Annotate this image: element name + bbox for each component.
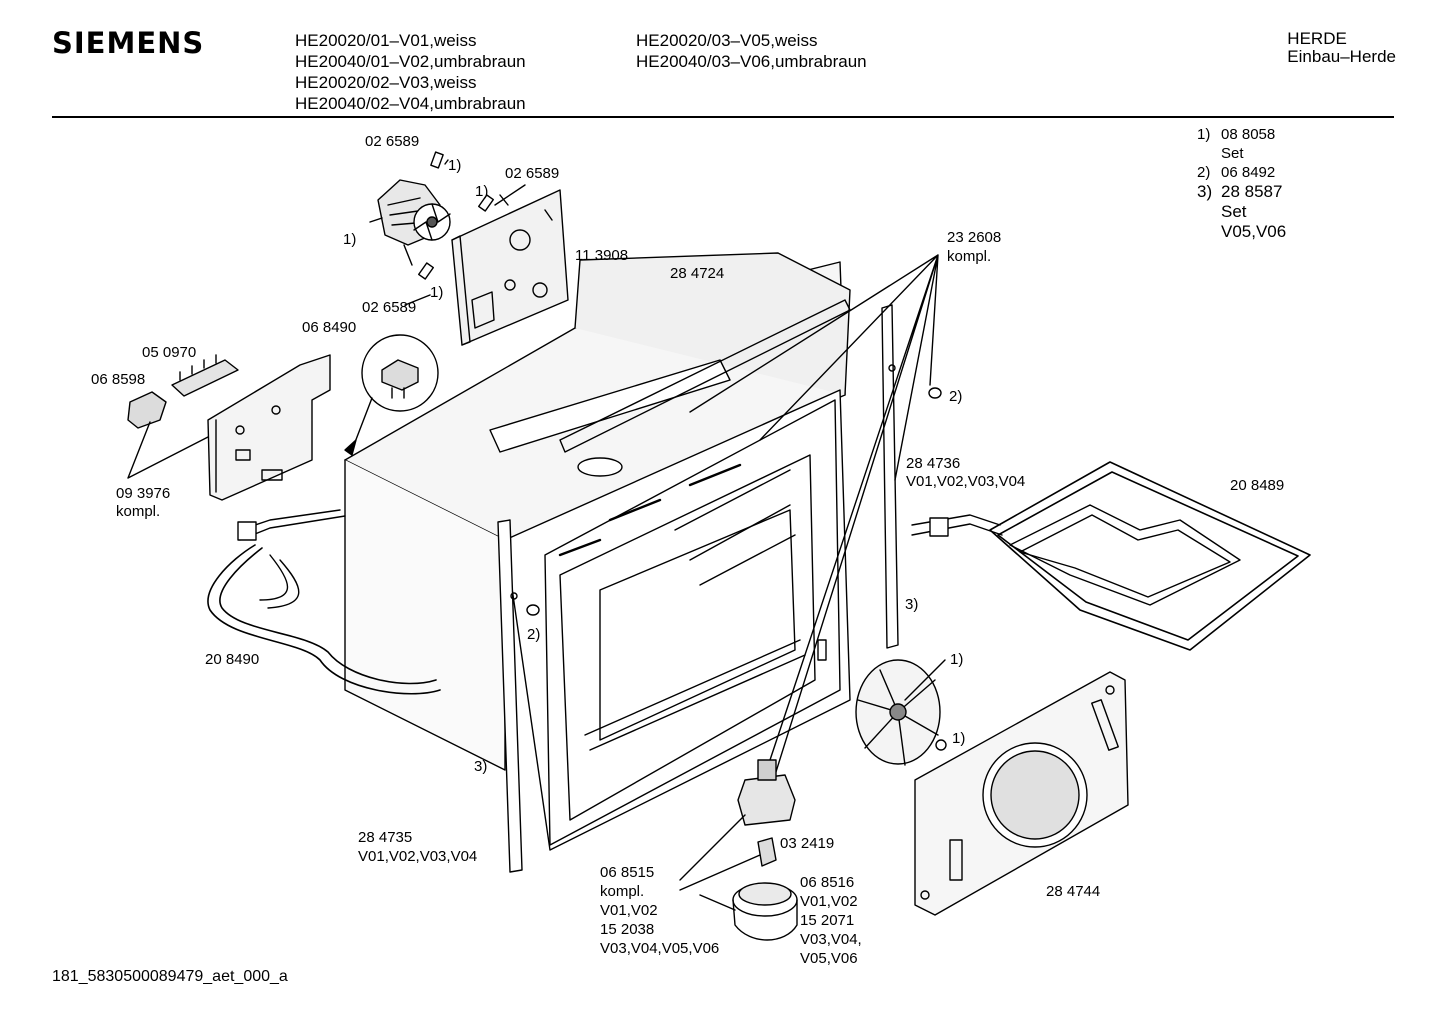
part-label: V03,V04, <box>800 931 862 948</box>
part-label: 02 6589 <box>362 299 417 316</box>
model-list-primary: HE20020/01–V01,weiss HE20040/01–V02,umbr… <box>295 30 526 114</box>
fan-rear-cover <box>914 671 1129 916</box>
part-label: 23 2608 <box>947 229 1002 246</box>
part-label: 28 4744 <box>1046 883 1101 900</box>
part-label: 02 6589 <box>505 165 560 182</box>
convection-fan <box>855 659 947 766</box>
footnote-marker: 1) <box>952 730 966 747</box>
note-3-detail: Set <box>1221 202 1247 221</box>
note-2: 2)06 8492 <box>1197 164 1276 181</box>
category-block: HERDE Einbau–Herde <box>1287 30 1396 66</box>
footnote-marker: 1) <box>343 231 357 248</box>
clip-right <box>928 387 942 399</box>
part-label: 06 8515 <box>600 864 655 881</box>
part-label: 09 3976 <box>116 485 171 502</box>
category-title: HERDE <box>1287 29 1347 48</box>
footnote-marker: 1) <box>430 284 444 301</box>
part-label: 11 3908 <box>575 247 629 264</box>
footnote-marker: 2) <box>527 626 541 643</box>
footnote-marker: 1) <box>475 183 489 200</box>
part-label: V01,V02 <box>600 902 658 919</box>
part-label: V01,V02,V03,V04 <box>358 848 478 865</box>
thermostat-detail <box>344 334 439 456</box>
fan-motor-assembly <box>369 151 494 280</box>
footnote-marker: 2) <box>949 388 963 405</box>
part-label: V03,V04,V05,V06 <box>600 940 720 957</box>
part-label: V05,V06 <box>800 950 858 967</box>
model-entry: HE20040/02–V04,umbrabraun <box>295 94 526 113</box>
leader-026589 <box>404 159 526 306</box>
motor-mount-plate <box>451 189 569 346</box>
part-label: V01,V02 <box>800 893 858 910</box>
switch-bracket <box>207 354 331 501</box>
leader-232608 <box>689 254 939 776</box>
part-label: kompl. <box>947 248 992 265</box>
top-heater <box>911 461 1311 651</box>
part-label: kompl. <box>116 503 161 520</box>
footnote-legend: 1)08 8058 Set 2)06 8492 3)28 8587 Set V0… <box>1197 125 1286 242</box>
note-3-variants: V05,V06 <box>1221 222 1287 241</box>
model-entry: HE20020/02–V03,weiss <box>295 73 477 92</box>
oven-housing <box>344 252 851 771</box>
part-label: 02 6589 <box>365 133 420 150</box>
header-divider <box>52 116 1394 118</box>
part-label: 06 8490 <box>302 319 357 336</box>
note-3: 3)28 8587 <box>1197 182 1283 201</box>
part-label: 20 8490 <box>205 651 260 668</box>
leader-093976 <box>127 421 209 479</box>
side-rail-left <box>497 519 523 873</box>
part-label: kompl. <box>600 883 645 900</box>
clip-left <box>526 604 540 616</box>
brand-logo: SIEMENS <box>52 26 205 60</box>
part-label: 06 8598 <box>91 371 146 388</box>
model-entry: HE20020/01–V01,weiss <box>295 31 477 50</box>
part-label: 03 2419 <box>780 835 835 852</box>
model-entry: HE20040/01–V02,umbrabraun <box>295 52 526 71</box>
oven-front-frame <box>504 389 851 851</box>
part-label: 28 4724 <box>670 265 725 282</box>
part-label: 28 4736 <box>906 455 961 472</box>
part-label: 20 8489 <box>1230 477 1285 494</box>
part-label: 28 4735 <box>358 829 413 846</box>
footnote-marker: 3) <box>905 596 919 613</box>
model-list-secondary: HE20020/03–V05,weiss HE20040/03–V06,umbr… <box>636 30 867 72</box>
part-label: V01,V02,V03,V04 <box>906 473 1026 490</box>
category-subtitle: Einbau–Herde <box>1287 47 1396 66</box>
model-entry: HE20020/03–V05,weiss <box>636 31 818 50</box>
footnote-marker: 1) <box>448 157 462 174</box>
door-switch <box>127 391 167 429</box>
leader-068515 <box>679 814 761 911</box>
note-1-detail: Set <box>1221 145 1244 162</box>
drawing-id: 181_5830500089479_aet_000_a <box>52 968 288 985</box>
bottom-heater <box>207 509 441 695</box>
part-label: 15 2038 <box>600 921 655 938</box>
part-label: 05 0970 <box>142 344 197 361</box>
selector-switch <box>171 354 239 397</box>
control-knob-assembly <box>732 759 798 941</box>
footnote-marker: 3) <box>474 758 488 775</box>
part-label: 15 2071 <box>800 912 855 929</box>
model-entry: HE20040/03–V06,umbrabraun <box>636 52 867 71</box>
part-label: 06 8516 <box>800 874 855 891</box>
note-1: 1)08 8058 <box>1197 126 1276 143</box>
footnote-marker: 1) <box>950 651 964 668</box>
